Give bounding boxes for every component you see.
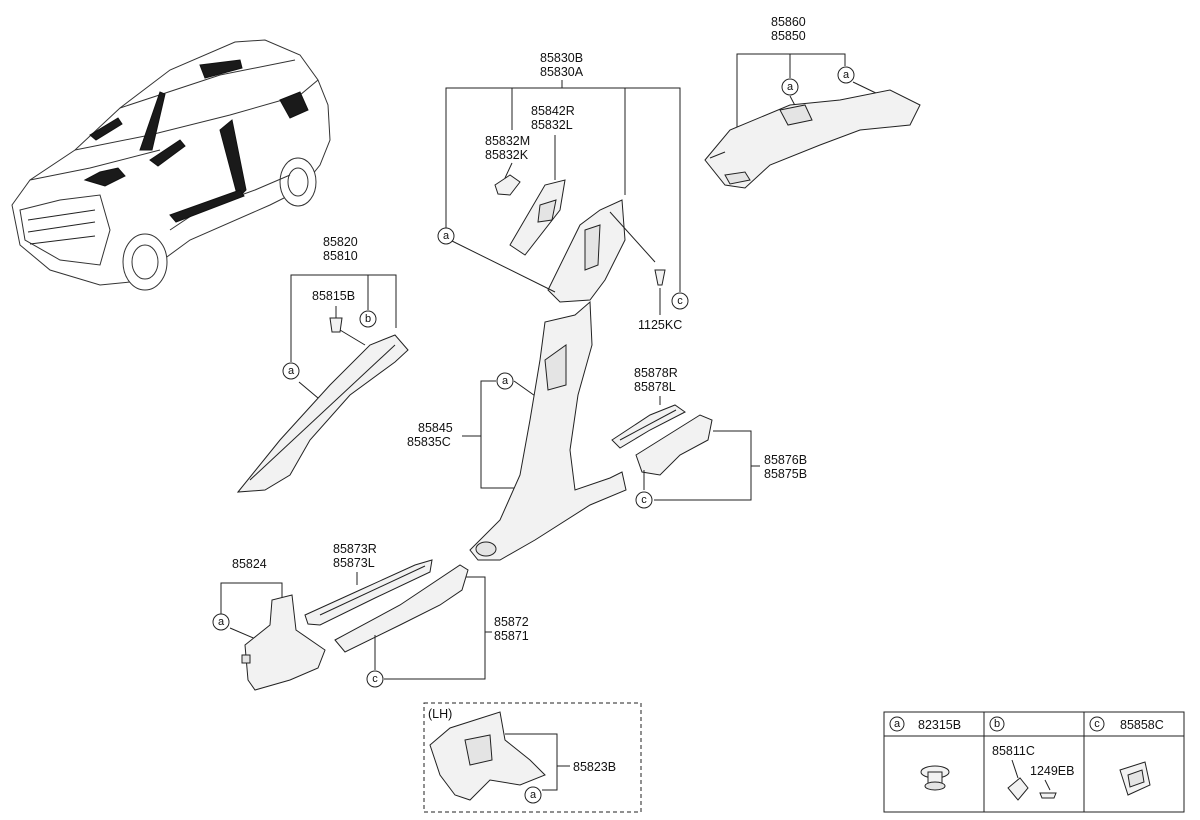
group-85878: 85878R 85878L: [611, 366, 686, 449]
label-1125KC: 1125KC: [638, 318, 682, 332]
label-85832L: 85832L: [531, 118, 573, 132]
legend-code-a: 82315B: [918, 718, 961, 732]
label-85878R: 85878R: [634, 366, 678, 380]
svg-text:c: c: [372, 673, 378, 685]
label-85876B: 85876B: [764, 453, 807, 467]
label-85820: 85820: [323, 235, 358, 249]
label-lh: (LH): [428, 707, 452, 721]
svg-text:a: a: [443, 230, 450, 242]
group-85872-85871: 85872 85871: [334, 564, 529, 680]
svg-text:a: a: [502, 375, 509, 387]
callout-markers: a a a c b a a c a c a: [212, 66, 855, 804]
svg-text:a: a: [843, 69, 850, 81]
label-85850: 85850: [771, 29, 806, 43]
label-85873L: 85873L: [333, 556, 375, 570]
group-85876B-85875B: 85876B 85875B: [635, 414, 807, 501]
svg-text:a: a: [894, 718, 901, 730]
label-85878L: 85878L: [634, 380, 676, 394]
svg-text:c: c: [677, 295, 683, 307]
label-85830A: 85830A: [540, 65, 584, 79]
group-85860-85850: 85860 85850: [704, 15, 921, 189]
group-85845-85835C: 85845 85835C: [407, 300, 627, 561]
legend-code-c: 85858C: [1120, 718, 1164, 732]
group-85823B-lh: (LH) 85823B: [423, 702, 642, 813]
legend-code-b2: 1249EB: [1030, 764, 1074, 778]
fastener-legend: a 82315B b c 85858C 85811C 1249EB: [883, 711, 1185, 813]
label-85832M: 85832M: [485, 134, 530, 148]
label-85872: 85872: [494, 615, 529, 629]
label-85830B: 85830B: [540, 51, 583, 65]
label-85815B: 85815B: [312, 289, 355, 303]
svg-text:a: a: [530, 789, 537, 801]
legend-callout-a: [889, 716, 905, 732]
callout-b-85815B: [359, 310, 377, 328]
svg-text:c: c: [1094, 718, 1100, 730]
label-85875B: 85875B: [764, 467, 807, 481]
label-85871: 85871: [494, 629, 529, 643]
callout-a-85850: [781, 78, 799, 96]
label-85835C: 85835C: [407, 435, 451, 449]
label-85810: 85810: [323, 249, 358, 263]
callout-a-85830: [437, 227, 455, 245]
label-85873R: 85873R: [333, 542, 377, 556]
group-85830: 85830B 85830A 85842R 85832L 85832M 85832…: [445, 51, 682, 332]
legend-callout-c: [1089, 716, 1105, 732]
callout-a-85823B: [524, 786, 542, 804]
callout-a-85850-2: [837, 66, 855, 84]
svg-text:a: a: [288, 365, 295, 377]
svg-text:b: b: [365, 313, 371, 325]
svg-text:b: b: [994, 718, 1000, 730]
svg-text:a: a: [787, 81, 794, 93]
callout-c-85872: [366, 670, 384, 688]
group-85824: 85824: [220, 557, 326, 691]
svg-text:a: a: [218, 616, 225, 628]
svg-text:c: c: [641, 494, 647, 506]
callout-a-85845: [496, 372, 514, 390]
callout-c-85876B: [635, 491, 653, 509]
callout-a-85824: [212, 613, 230, 631]
clip-a-icon: [920, 765, 950, 791]
callout-a-85820: [282, 362, 300, 380]
label-85824: 85824: [232, 557, 267, 571]
clip-b-icon: [1007, 759, 1057, 801]
label-85823B: 85823B: [573, 760, 616, 774]
legend-callout-b: [989, 716, 1005, 732]
label-85845: 85845: [418, 421, 453, 435]
callout-c-85830: [671, 292, 689, 310]
clip-c-icon: [1119, 761, 1151, 796]
label-85842R: 85842R: [531, 104, 575, 118]
group-85873: 85873R 85873L: [304, 542, 433, 626]
group-85820-85810: 85820 85810 85815B: [236, 235, 409, 493]
label-85832K: 85832K: [485, 148, 529, 162]
label-85860: 85860: [771, 15, 806, 29]
legend-code-b1: 85811C: [992, 744, 1035, 758]
vehicle-illustration: [11, 39, 331, 291]
